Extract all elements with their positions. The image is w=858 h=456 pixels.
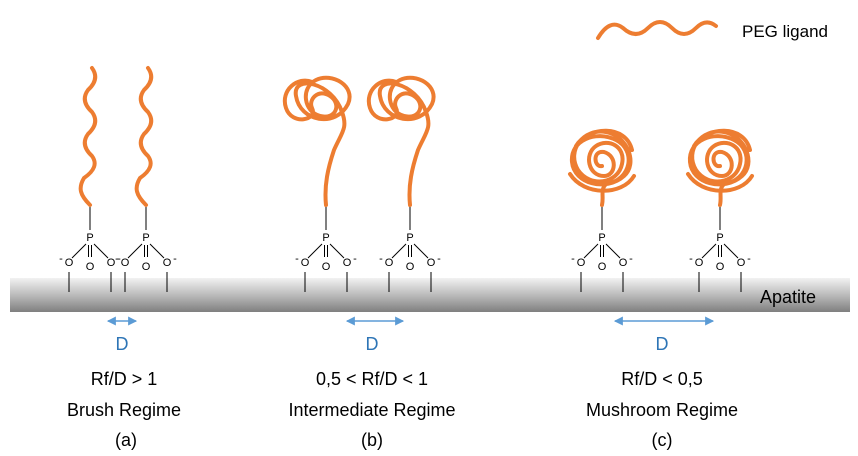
- regime-c: D Rf/D < 0,5 Mushroom Regime (c): [586, 316, 738, 450]
- p-o-bond: [307, 243, 323, 259]
- peg-chain-coil: [282, 75, 352, 207]
- oxygen-atom: O: [121, 257, 130, 269]
- oxygen-atom: O: [427, 257, 436, 269]
- oxygen-atom: O: [577, 257, 586, 269]
- oxygen-atom: O: [343, 257, 352, 269]
- panel-tag-a: (a): [115, 430, 137, 450]
- p-o-bond: [605, 243, 621, 259]
- peg-chain-brush: [134, 66, 154, 207]
- ratio-label-a: Rf/D > 1: [91, 369, 158, 389]
- p-o-bond: [71, 243, 87, 259]
- distance-label-a: D: [116, 334, 129, 354]
- phosphorus-atom: P: [406, 232, 413, 244]
- peg-chain-brush: [78, 66, 98, 207]
- oxygen-atom: O: [142, 261, 151, 273]
- apatite-surface: [10, 278, 850, 312]
- ratio-label-b: 0,5 < Rf/D < 1: [316, 369, 428, 389]
- phosphorus-atom: P: [716, 232, 723, 244]
- negative-charge: -: [629, 253, 633, 265]
- peg-chain-mushroom: [686, 128, 754, 207]
- oxygen-atom: O: [301, 257, 310, 269]
- oxygen-atom: O: [737, 257, 746, 269]
- negative-charge: -: [379, 253, 383, 265]
- negative-charge: -: [59, 253, 63, 265]
- legend-label: PEG ligand: [742, 22, 828, 41]
- p-o-bond: [701, 243, 717, 259]
- negative-charge: -: [117, 253, 121, 265]
- regime-a: D Rf/D > 1 Brush Regime (a): [67, 316, 181, 450]
- oxygen-atom: O: [322, 261, 331, 273]
- oxygen-atom: O: [695, 257, 704, 269]
- distance-label-c: D: [656, 334, 669, 354]
- negative-charge: -: [173, 253, 177, 265]
- negative-charge: -: [353, 253, 357, 265]
- legend: PEG ligand: [596, 20, 828, 41]
- negative-charge: -: [689, 253, 693, 265]
- oxygen-atom: O: [107, 257, 116, 269]
- oxygen-atom: O: [65, 257, 74, 269]
- panel-tag-c: (c): [652, 430, 673, 450]
- oxygen-atom: O: [86, 261, 95, 273]
- p-o-bond: [723, 243, 739, 259]
- ratio-label-c: Rf/D < 0,5: [621, 369, 703, 389]
- p-o-bond: [127, 243, 143, 259]
- peg-chain-coil: [366, 75, 436, 207]
- peg-legend-wave: [596, 20, 718, 40]
- p-o-bond: [329, 243, 345, 259]
- regime-name-a: Brush Regime: [67, 400, 181, 420]
- p-o-bond: [93, 243, 109, 259]
- oxygen-atom: O: [406, 261, 415, 273]
- oxygen-atom: O: [619, 257, 628, 269]
- phosphorus-atom: P: [598, 232, 605, 244]
- regime-b: D 0,5 < Rf/D < 1 Intermediate Regime (b): [288, 316, 456, 450]
- oxygen-atom: O: [163, 257, 172, 269]
- oxygen-atom: O: [598, 261, 607, 273]
- regime-name-b: Intermediate Regime: [288, 400, 455, 420]
- p-o-bond: [149, 243, 165, 259]
- phosphorus-atom: P: [142, 232, 149, 244]
- oxygen-atom: O: [385, 257, 394, 269]
- phosphorus-atom: P: [322, 232, 329, 244]
- p-o-bond: [583, 243, 599, 259]
- panel-tag-b: (b): [361, 430, 383, 450]
- negative-charge: -: [115, 253, 119, 265]
- negative-charge: -: [295, 253, 299, 265]
- distance-label-b: D: [366, 334, 379, 354]
- negative-charge: -: [747, 253, 751, 265]
- peg-chain-mushroom: [568, 128, 636, 207]
- negative-charge: -: [437, 253, 441, 265]
- phosphorus-atom: P: [86, 232, 93, 244]
- negative-charge: -: [571, 253, 575, 265]
- peg-chains: [78, 66, 754, 207]
- regime-name-c: Mushroom Regime: [586, 400, 738, 420]
- p-o-bond: [391, 243, 407, 259]
- p-o-bond: [413, 243, 429, 259]
- apatite-label: Apatite: [760, 287, 816, 307]
- oxygen-atom: O: [716, 261, 725, 273]
